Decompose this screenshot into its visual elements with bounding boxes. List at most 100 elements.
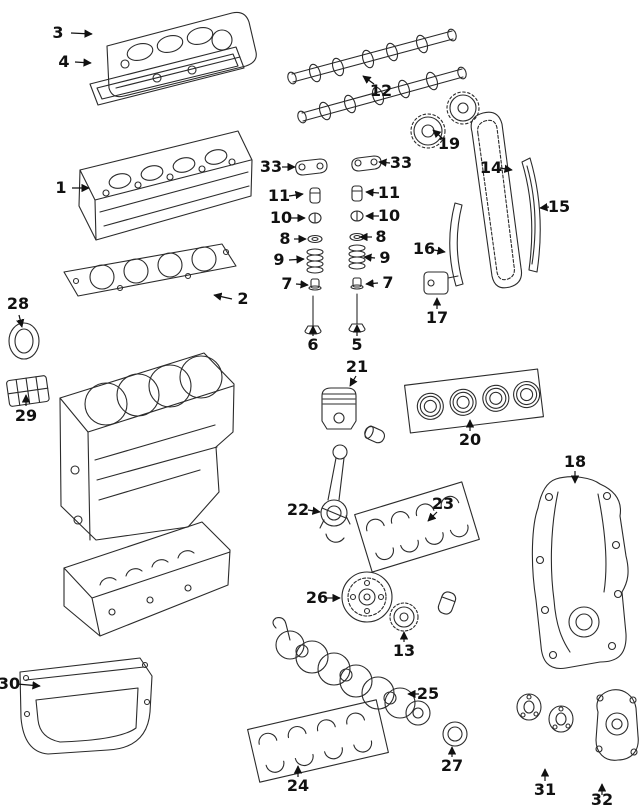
piston-ring-set <box>404 368 544 434</box>
callout-28[interactable]: 28 <box>6 294 30 313</box>
callout-26[interactable]: 26 <box>305 588 329 607</box>
camshaft-intake <box>287 28 457 85</box>
lash-adjuster-left <box>309 187 321 204</box>
callout-7-left[interactable]: 7 <box>281 274 293 293</box>
callout-24[interactable]: 24 <box>286 776 310 795</box>
callout-31[interactable]: 31 <box>533 780 557 799</box>
leader-19 <box>432 129 443 139</box>
leader-12 <box>362 75 375 85</box>
front-seal-ring <box>8 322 40 360</box>
callout-17[interactable]: 17 <box>425 308 449 327</box>
leader-7-right <box>365 279 379 288</box>
cylinder-head <box>78 130 253 241</box>
leader-22 <box>307 506 321 515</box>
head-gasket <box>63 243 237 297</box>
leader-14 <box>499 164 513 173</box>
timing-cover <box>531 476 629 670</box>
leader-4 <box>74 58 92 67</box>
screen-plate <box>6 375 50 407</box>
leader-9-left <box>288 255 305 264</box>
callout-25[interactable]: 25 <box>416 684 440 703</box>
callout-32[interactable]: 32 <box>590 790 614 809</box>
leader-9-right <box>363 253 376 262</box>
valve-spring-left <box>306 248 324 274</box>
callout-8-left[interactable]: 8 <box>279 229 291 248</box>
callout-13[interactable]: 13 <box>392 641 416 660</box>
piston-pin <box>364 425 386 444</box>
callout-4[interactable]: 4 <box>58 52 70 71</box>
rocker-arm-left <box>295 158 328 176</box>
rear-main-seal <box>442 721 468 747</box>
leader-23 <box>427 511 438 522</box>
timing-chain <box>470 111 523 289</box>
callout-6[interactable]: 6 <box>307 335 319 354</box>
callout-10-right[interactable]: 10 <box>377 206 401 225</box>
valve-cover <box>106 11 257 98</box>
cylinder-block <box>59 352 235 541</box>
connecting-rod <box>319 444 351 543</box>
seal-plates <box>516 693 574 733</box>
callout-18[interactable]: 18 <box>563 452 587 471</box>
piston <box>321 387 357 430</box>
valve-stem-seal-left <box>308 278 322 291</box>
leader-7-left <box>295 280 309 289</box>
leader-11-right <box>365 188 380 197</box>
callout-19[interactable]: 19 <box>437 134 461 153</box>
leader-28 <box>16 314 25 328</box>
lower-crankcase <box>63 521 231 637</box>
valve-keeper-left <box>308 212 322 224</box>
callout-8-right[interactable]: 8 <box>375 227 387 246</box>
pilot-bushing <box>437 591 457 615</box>
chain-guide <box>521 157 541 273</box>
callout-16[interactable]: 16 <box>412 239 436 258</box>
callout-33-left[interactable]: 33 <box>259 157 283 176</box>
lash-adjuster-right <box>351 185 363 202</box>
crank-sprocket <box>389 602 419 632</box>
callout-21[interactable]: 21 <box>345 357 369 376</box>
camshaft-exhaust <box>297 66 467 124</box>
leader-11-left <box>288 190 304 200</box>
crankshaft <box>272 617 431 726</box>
callout-9-right[interactable]: 9 <box>379 248 391 267</box>
pump-housing <box>595 689 639 761</box>
callout-11-right[interactable]: 11 <box>377 183 401 202</box>
callout-12[interactable]: 12 <box>369 81 393 100</box>
callout-27[interactable]: 27 <box>440 756 464 775</box>
leader-33-right <box>378 158 391 167</box>
callout-7-right[interactable]: 7 <box>382 273 394 292</box>
leader-30 <box>16 681 41 690</box>
callout-5[interactable]: 5 <box>351 335 363 354</box>
valve-keeper-right <box>350 210 364 222</box>
callout-3[interactable]: 3 <box>52 23 64 42</box>
callout-33-right[interactable]: 33 <box>389 153 413 172</box>
spring-seat-left <box>307 234 323 244</box>
callout-30[interactable]: 30 <box>0 674 21 693</box>
callout-1[interactable]: 1 <box>55 178 67 197</box>
leader-15 <box>539 202 550 212</box>
valve-spring-right <box>348 244 366 270</box>
callout-14[interactable]: 14 <box>479 158 503 177</box>
tensioner-arm <box>449 202 464 287</box>
valve-cover-gasket <box>89 46 245 106</box>
callout-22[interactable]: 22 <box>286 500 310 519</box>
leader-16 <box>433 246 446 255</box>
callout-23[interactable]: 23 <box>431 494 455 513</box>
rocker-arm-right <box>351 155 382 172</box>
callout-29[interactable]: 29 <box>14 406 38 425</box>
callout-11-left[interactable]: 11 <box>267 186 291 205</box>
main-bearing-set <box>247 699 389 783</box>
oil-pan <box>19 657 153 755</box>
callout-15[interactable]: 15 <box>547 197 571 216</box>
callout-9-left[interactable]: 9 <box>273 250 285 269</box>
leader-lines <box>16 29 607 795</box>
leader-21 <box>349 375 358 387</box>
leader-3 <box>70 29 93 38</box>
cam-sprockets <box>410 91 480 149</box>
chain-tensioner <box>423 271 459 295</box>
valve-stem-seal-right <box>350 277 364 290</box>
callout-10-left[interactable]: 10 <box>269 208 293 227</box>
callout-20[interactable]: 20 <box>458 430 482 449</box>
callout-2[interactable]: 2 <box>237 289 249 308</box>
